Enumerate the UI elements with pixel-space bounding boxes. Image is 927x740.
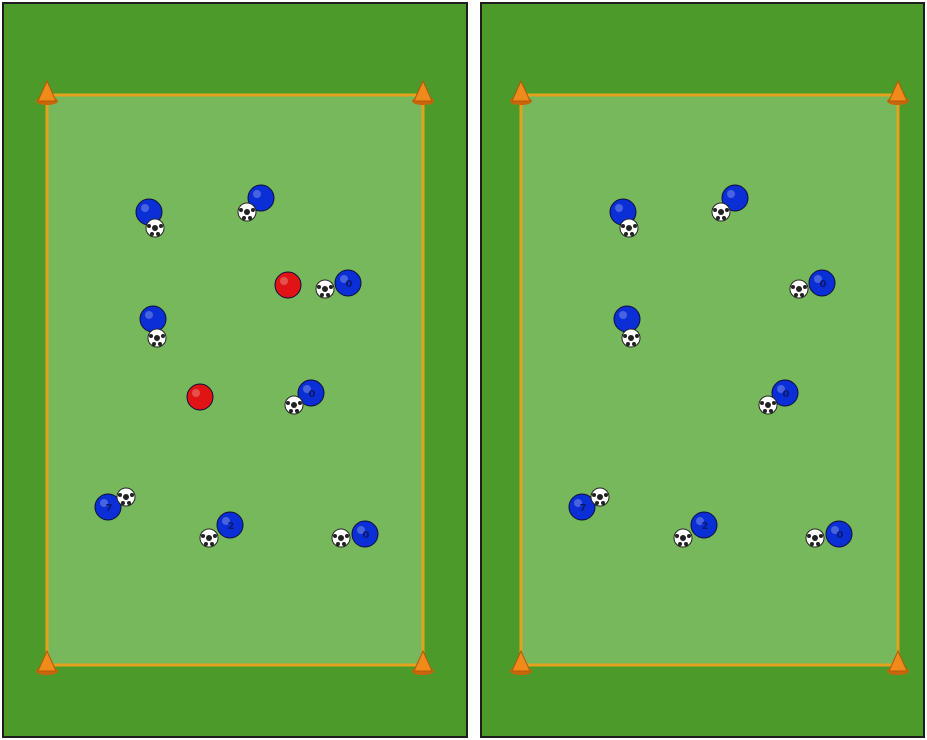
jersey-number: 0 [309,389,316,400]
defender-player-icon [275,272,301,298]
field-diagram-left: 0 0 7 2 0 [4,4,466,736]
ball-icon [790,280,808,298]
jersey-number: 2 [702,521,709,532]
jersey-number: 0 [346,279,353,290]
playing-area [521,95,898,665]
jersey-number: 0 [783,389,790,400]
ball-icon [806,529,824,547]
ball-icon [759,396,777,414]
jersey-number: 2 [228,521,235,532]
jersey-number: 7 [580,503,587,514]
field-panel-left: 0 0 7 2 0 [2,2,468,738]
attacker-player-icon: 2 [691,512,717,538]
ball-icon [316,280,334,298]
jersey-number: 7 [106,503,113,514]
ball-icon [622,329,640,347]
jersey-number: 0 [820,279,827,290]
ball-icon [591,488,609,506]
ball-icon [332,529,350,547]
attacker-player-icon [614,306,640,332]
attacker-player-icon: 0 [352,521,378,547]
ball-icon [712,203,730,221]
defender-player-icon [187,384,213,410]
field-diagram-right: 0 0 7 2 0 [482,4,923,736]
ball-icon [148,329,166,347]
jersey-number: 0 [837,530,844,541]
ball-icon [285,396,303,414]
attacker-player-icon [140,306,166,332]
field-panel-right: 0 0 7 2 0 [480,2,925,738]
ball-icon [238,203,256,221]
ball-icon [620,219,638,237]
ball-icon [674,529,692,547]
ball-icon [117,488,135,506]
playing-area [47,95,423,665]
jersey-number: 0 [363,530,370,541]
ball-icon [146,219,164,237]
attacker-player-icon: 0 [826,521,852,547]
attacker-player-icon: 2 [217,512,243,538]
ball-icon [200,529,218,547]
attacker-player-icon: 0 [809,270,835,296]
attacker-player-icon: 0 [335,270,361,296]
